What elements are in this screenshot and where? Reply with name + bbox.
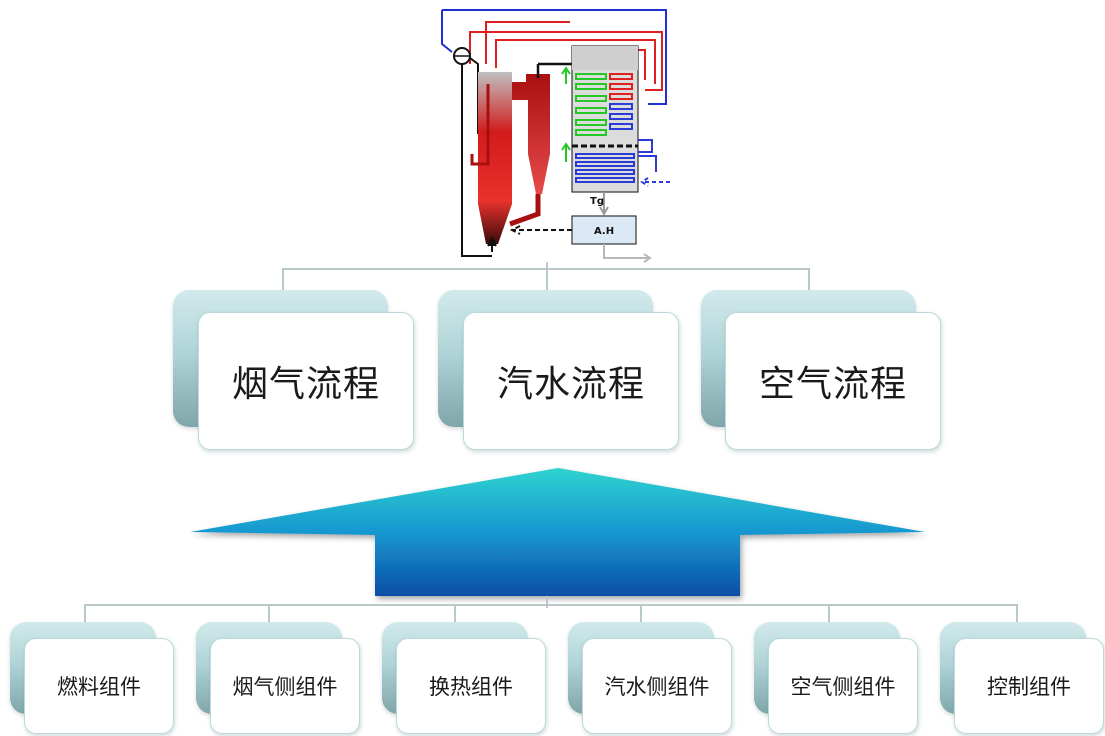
connector-bottom-horizontal bbox=[84, 604, 1018, 606]
upward-arrow bbox=[190, 468, 925, 596]
component-card-4: 汽水侧组件 bbox=[582, 638, 732, 734]
component-card-2-label: 烟气侧组件 bbox=[232, 675, 338, 699]
process-card-3: 空气流程 bbox=[725, 312, 941, 450]
boiler-schematic: Tg A.H bbox=[441, 9, 670, 263]
connector-bottom-drop-3 bbox=[454, 604, 456, 622]
connector-top-drop-3 bbox=[808, 268, 810, 292]
component-card-1-label: 燃料组件 bbox=[57, 675, 141, 699]
process-card-1-label: 烟气流程 bbox=[231, 364, 380, 405]
component-card-6: 控制组件 bbox=[954, 638, 1104, 734]
connector-top-stem bbox=[546, 262, 548, 292]
connector-bottom-drop-1 bbox=[84, 604, 86, 622]
connector-top-horizontal bbox=[282, 268, 810, 270]
connector-bottom-drop-5 bbox=[828, 604, 830, 622]
process-card-1: 烟气流程 bbox=[198, 312, 414, 450]
component-card-3-label: 换热组件 bbox=[429, 675, 513, 699]
component-card-6-label: 控制组件 bbox=[987, 675, 1071, 699]
component-card-2: 烟气侧组件 bbox=[210, 638, 360, 734]
process-card-3-label: 空气流程 bbox=[758, 364, 907, 405]
component-card-5-label: 空气侧组件 bbox=[790, 675, 896, 699]
component-card-1: 燃料组件 bbox=[24, 638, 174, 734]
connector-bottom-stem bbox=[546, 596, 548, 608]
process-card-2: 汽水流程 bbox=[463, 312, 679, 450]
connector-bottom-drop-4 bbox=[640, 604, 642, 622]
connector-top-drop-1 bbox=[282, 268, 284, 292]
component-card-5: 空气侧组件 bbox=[768, 638, 918, 734]
component-card-4-label: 汽水侧组件 bbox=[604, 675, 710, 699]
process-card-2-label: 汽水流程 bbox=[496, 364, 645, 405]
connector-bottom-drop-6 bbox=[1016, 604, 1018, 622]
component-card-3: 换热组件 bbox=[396, 638, 546, 734]
flue-gas-temp-label: Tg bbox=[590, 196, 604, 207]
connector-bottom-drop-2 bbox=[268, 604, 270, 622]
air-heater-label: A.H bbox=[594, 226, 614, 237]
